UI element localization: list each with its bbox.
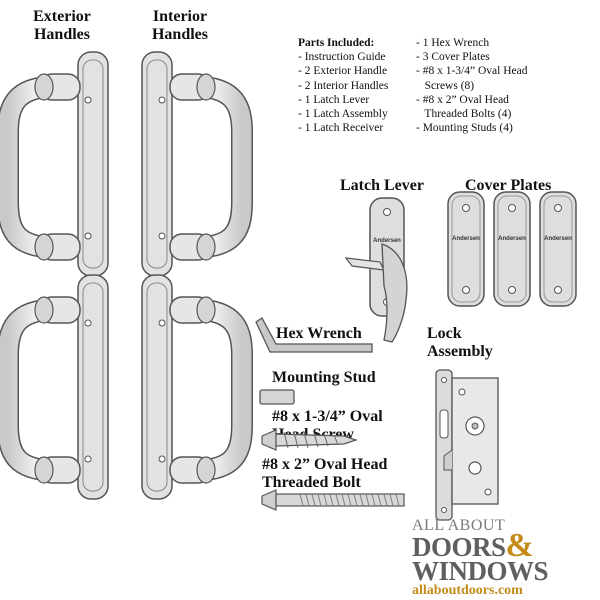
interior-handle-top — [142, 52, 242, 276]
cover-plate-2 — [493, 191, 531, 307]
lock-assembly-label: Lock Assembly — [427, 325, 493, 361]
parts-item: - Instruction Guide — [298, 51, 386, 64]
logo-doors: DOORS& — [412, 529, 597, 563]
latch-lever-brand: Andersen — [373, 238, 401, 244]
oval-head-screw — [261, 429, 358, 451]
parts-item: - 1 Latch Lever — [298, 93, 370, 106]
exterior-handle-top — [8, 52, 108, 276]
parts-item: - 1 Latch Receiver — [298, 122, 384, 135]
hex-wrench — [255, 317, 373, 353]
parts-item: - #8 x 2” Oval Head — [416, 93, 509, 106]
parts-item: Screws (8) — [416, 79, 475, 92]
cover-plates-label: Cover Plates — [465, 177, 552, 194]
logo-ampersand: & — [505, 527, 534, 564]
latch-lever-label: Latch Lever — [340, 177, 424, 194]
exterior-handles-label: Exterior Handles — [14, 8, 110, 44]
lock-assembly-label-line2: Assembly — [427, 343, 493, 360]
parts-item: - 3 Cover Plates — [416, 51, 490, 64]
interior-handles-label-line1: Interior — [152, 8, 208, 25]
exterior-handle-bottom — [8, 275, 108, 499]
parts-item: - #8 x 1-3/4” Oval Head — [416, 65, 528, 78]
mounting-stud-label: Mounting Stud — [272, 369, 376, 386]
cover-plate-1 — [447, 191, 485, 307]
logo-windows: WINDOWS — [412, 556, 549, 586]
parts-included-title: Parts Included: — [298, 37, 375, 49]
threaded-bolt-label-line2: Threaded Bolt — [262, 474, 361, 491]
parts-item: Threaded Bolts (4) — [416, 108, 512, 121]
lock-assembly-label-line1: Lock — [427, 325, 462, 342]
all-about-doors-logo: ALL ABOUT DOORS& WINDOWS allaboutdoors.c… — [412, 518, 597, 599]
parts-item: - 2 Interior Handles — [298, 79, 389, 92]
interior-handle-bottom — [142, 275, 242, 499]
latch-lever: Andersen — [344, 197, 408, 343]
parts-column-1: Parts Included: - Instruction Guide - 2 … — [298, 36, 423, 135]
cover-plate-3-brand: Andersen — [544, 236, 572, 242]
interior-handles-label: Interior Handles — [138, 8, 222, 44]
exterior-handles-label-line1: Exterior — [33, 8, 91, 25]
threaded-bolt — [261, 489, 405, 511]
hex-wrench-label: Hex Wrench — [276, 325, 362, 342]
parts-item: - Mounting Studs (4) — [416, 122, 513, 135]
lock-assembly — [435, 369, 499, 521]
parts-column-2: - 1 Hex Wrench - 3 Cover Plates - #8 x 1… — [416, 36, 594, 135]
cover-plate-3 — [539, 191, 577, 307]
cover-plate-1-brand: Andersen — [452, 236, 480, 242]
logo-url: allaboutdoors.com — [412, 583, 523, 598]
interior-handles-label-line2: Handles — [151, 26, 208, 43]
threaded-bolt-label-line1: #8 x 2” Oval Head — [262, 456, 388, 473]
logo-doors-text: DOORS — [412, 532, 506, 562]
parts-item: - 1 Hex Wrench — [416, 37, 490, 49]
threaded-bolt-label: #8 x 2” Oval Head Threaded Bolt — [262, 456, 387, 492]
exterior-handles-label-line2: Handles — [33, 26, 90, 43]
parts-item: - 2 Exterior Handle — [298, 65, 388, 78]
parts-item: - 1 Latch Assembly — [298, 108, 388, 121]
logo-line1: ALL ABOUT — [412, 517, 506, 534]
cover-plate-2-brand: Andersen — [498, 236, 526, 242]
oval-head-screw-label-line1: #8 x 1-3/4” Oval — [272, 408, 383, 425]
mounting-stud — [259, 389, 295, 405]
